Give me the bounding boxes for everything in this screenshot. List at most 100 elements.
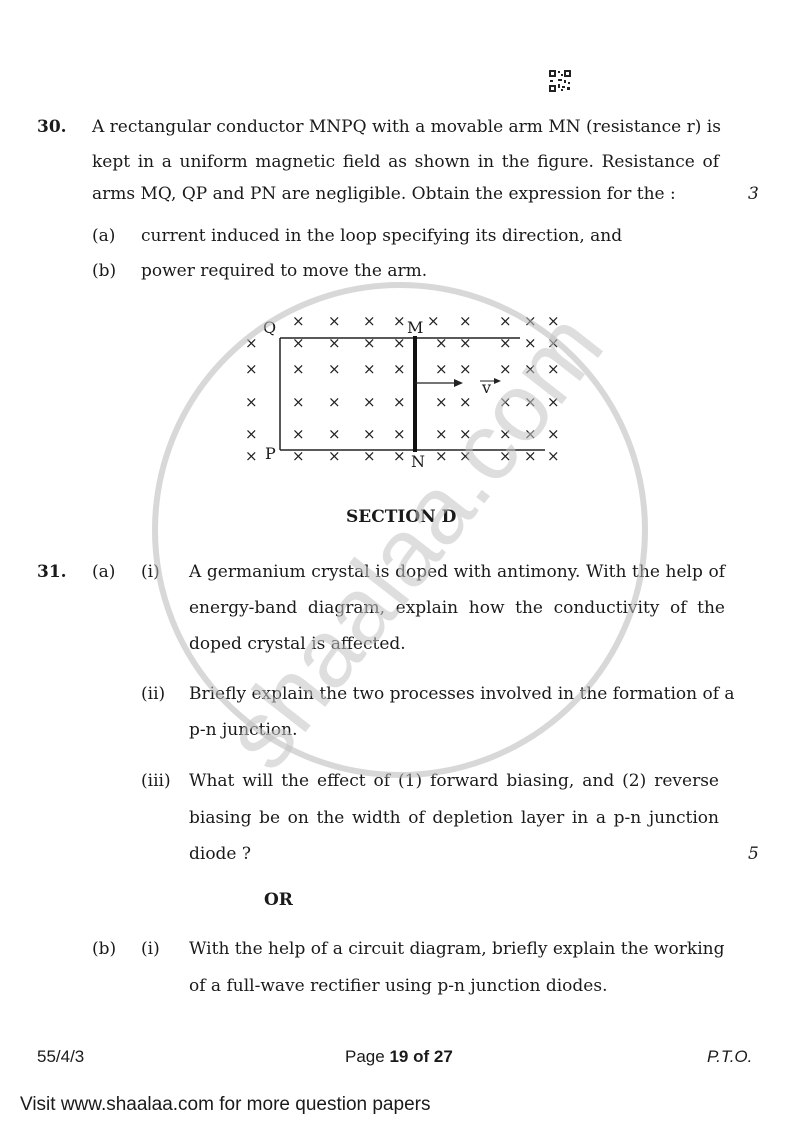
- field-cross: ×: [363, 393, 376, 411]
- field-cross: ×: [435, 447, 448, 465]
- field-cross: ×: [547, 360, 560, 378]
- field-cross: ×: [393, 447, 406, 465]
- field-cross: ×: [499, 425, 512, 443]
- subpart-text-line: A germanium crystal is doped with antimo…: [189, 562, 725, 582]
- subpart-text-line: diode ?: [189, 844, 252, 864]
- part-text: power required to move the arm.: [141, 261, 428, 281]
- page-current: 19: [389, 1047, 409, 1066]
- subpart-text-line: What will the effect of (1) forward bias…: [189, 771, 719, 791]
- field-cross: ×: [363, 447, 376, 465]
- question-text-line-2: kept in a uniform magnetic field as show…: [92, 152, 719, 172]
- label-p: P: [265, 444, 276, 463]
- field-cross: ×: [524, 334, 537, 352]
- field-cross: ×: [459, 334, 472, 352]
- field-cross: ×: [524, 360, 537, 378]
- subpart-label: (i): [141, 939, 160, 959]
- field-cross: ×: [393, 334, 406, 352]
- field-cross: ×: [292, 425, 305, 443]
- field-cross: ×: [524, 425, 537, 443]
- field-cross: ×: [328, 447, 341, 465]
- field-cross: ×: [328, 393, 341, 411]
- page-prefix: Page: [345, 1047, 390, 1066]
- part-text: current induced in the loop specifying i…: [141, 226, 623, 246]
- field-cross: ×: [547, 393, 560, 411]
- subpart-label: (i): [141, 562, 160, 582]
- field-cross: ×: [524, 393, 537, 411]
- subpart-text-line: energy-band diagram, explain how the con…: [189, 598, 725, 618]
- field-cross: ×: [499, 312, 512, 330]
- field-cross: ×: [292, 334, 305, 352]
- marks-label: 5: [748, 844, 759, 864]
- field-cross: ×: [393, 393, 406, 411]
- field-crosses: × × × × × × × × × × × × × × × × × × × × × × × × × × × × × × × × × × × × × × × ×…: [235, 310, 565, 470]
- field-cross: ×: [435, 393, 448, 411]
- field-cross: ×: [292, 447, 305, 465]
- subpart-text-line: p-n junction.: [189, 720, 298, 740]
- field-cross: ×: [245, 334, 258, 352]
- field-cross: ×: [363, 334, 376, 352]
- site-footer-link[interactable]: Visit www.shaalaa.com for more question …: [20, 1094, 431, 1115]
- field-cross: ×: [547, 447, 560, 465]
- field-cross: ×: [393, 360, 406, 378]
- part-label: (a): [92, 562, 116, 582]
- field-cross: ×: [547, 312, 560, 330]
- or-label: OR: [264, 890, 293, 910]
- page-number: Page 19 of 27: [345, 1047, 453, 1067]
- field-cross: ×: [499, 447, 512, 465]
- field-cross: ×: [328, 334, 341, 352]
- label-q: Q: [263, 318, 277, 337]
- field-cross: ×: [427, 312, 440, 330]
- field-cross: ×: [499, 360, 512, 378]
- question-text-line-1: A rectangular conductor MNPQ with a mova…: [92, 117, 721, 137]
- label-v: v: [482, 378, 492, 397]
- part-label: (a): [92, 226, 116, 246]
- field-cross: ×: [459, 393, 472, 411]
- subpart-label: (iii): [141, 771, 171, 791]
- subpart-label: (ii): [141, 684, 166, 704]
- field-cross: ×: [459, 425, 472, 443]
- question-text-line-3: arms MQ, QP and PN are negligible. Obtai…: [92, 184, 676, 204]
- field-cross: ×: [245, 425, 258, 443]
- part-label: (b): [92, 939, 117, 959]
- subpart-text-line: of a full-wave rectifier using p-n junct…: [189, 976, 608, 996]
- subpart-text-line: biasing be on the width of depletion lay…: [189, 808, 719, 828]
- field-cross: ×: [435, 334, 448, 352]
- field-cross: ×: [459, 312, 472, 330]
- label-n: N: [411, 452, 425, 471]
- magnetic-field-figure: × × × × × × × × × × × × × × × × × × × × × × × × × × × × × × × × × × × × × × × ×…: [235, 310, 565, 472]
- field-cross: ×: [393, 425, 406, 443]
- subpart-text-line: Briefly explain the two processes involv…: [189, 684, 735, 704]
- field-cross: ×: [292, 312, 305, 330]
- field-cross: ×: [363, 360, 376, 378]
- field-cross: ×: [292, 360, 305, 378]
- field-cross: ×: [328, 312, 341, 330]
- field-cross: ×: [245, 393, 258, 411]
- field-cross: ×: [245, 360, 258, 378]
- paper-code: 55/4/3: [37, 1047, 85, 1066]
- question-number: 31.: [37, 562, 67, 582]
- field-cross: ×: [524, 312, 537, 330]
- field-cross: ×: [435, 360, 448, 378]
- field-cross: ×: [547, 425, 560, 443]
- field-cross: ×: [459, 447, 472, 465]
- field-cross: ×: [393, 312, 406, 330]
- field-cross: ×: [499, 393, 512, 411]
- section-title: SECTION D: [346, 507, 457, 527]
- field-cross: ×: [328, 425, 341, 443]
- part-label: (b): [92, 261, 117, 281]
- marks-label: 3: [748, 184, 759, 204]
- field-cross: ×: [459, 360, 472, 378]
- field-cross: ×: [363, 425, 376, 443]
- pto-label: P.T.O.: [707, 1047, 753, 1066]
- qr-code-icon: [549, 70, 571, 92]
- question-number: 30.: [37, 117, 67, 137]
- field-cross: ×: [435, 425, 448, 443]
- field-cross: ×: [292, 393, 305, 411]
- field-cross: ×: [524, 447, 537, 465]
- label-m: M: [407, 318, 424, 337]
- page-total: 27: [433, 1047, 453, 1066]
- subpart-text-line: doped crystal is affected.: [189, 634, 406, 654]
- field-cross: ×: [363, 312, 376, 330]
- field-cross: ×: [499, 334, 512, 352]
- field-cross: ×: [245, 447, 258, 465]
